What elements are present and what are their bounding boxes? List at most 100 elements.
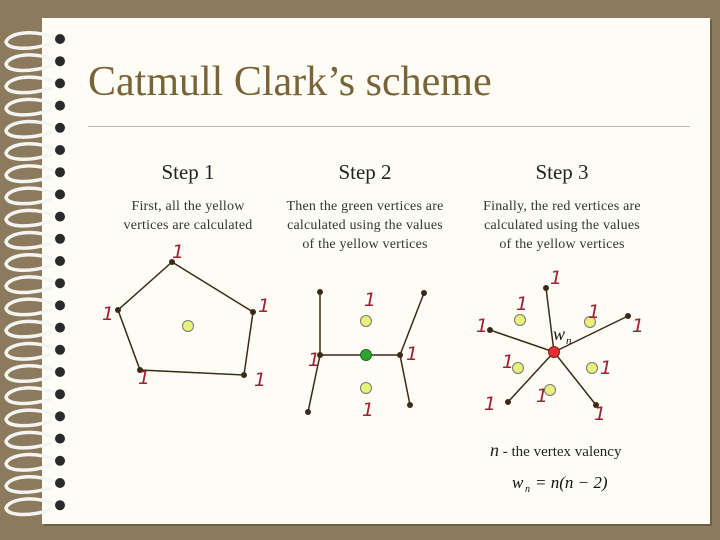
step-1-desc-line: vertices are calculated <box>123 218 253 233</box>
binding-ring <box>4 119 58 139</box>
binding-ring <box>4 164 58 184</box>
step-1-description: First, all the yellow vertices are calcu… <box>98 197 278 235</box>
yellow-face-vertex <box>360 382 372 394</box>
step-2-desc-line: calculated using the values <box>287 218 443 233</box>
step-1-title: Step 1 <box>161 160 215 184</box>
weight-label: 1 <box>364 289 376 311</box>
step-2-description: Then the green vertices are calculated u… <box>275 197 455 254</box>
slide-background <box>42 18 710 524</box>
step-2-edges <box>307 292 425 413</box>
valency-text: - the vertex valency <box>499 444 622 460</box>
yellow-face-vertex <box>512 362 524 374</box>
binding-ring <box>4 186 58 206</box>
step-3-vertices <box>487 285 631 408</box>
binding-hole <box>55 34 65 44</box>
binding-hole <box>55 433 65 444</box>
binding-hole <box>55 455 65 466</box>
binding-ring <box>4 386 58 406</box>
pentagon-vertex <box>137 367 143 373</box>
binding-ring <box>4 31 58 50</box>
binding-hole <box>55 278 65 289</box>
binding-ring <box>4 430 58 450</box>
binding-hole <box>55 189 65 200</box>
formula-subscript: n <box>525 484 530 495</box>
weight-label: 1 <box>258 295 270 317</box>
yellow-face-vertex <box>544 384 556 396</box>
weight-label: 1 <box>516 293 528 315</box>
binding-ring <box>4 75 58 95</box>
binding-hole <box>55 100 65 111</box>
binding-hole <box>55 167 65 178</box>
binding-ring <box>4 452 58 472</box>
binding-hole <box>55 122 65 133</box>
weight-label: 1 <box>594 403 606 425</box>
step-3-desc-line: calculated using the values <box>484 218 640 233</box>
binding-ring <box>4 142 58 161</box>
weight-label: 1 <box>502 351 514 373</box>
title-divider <box>88 126 690 127</box>
binding-hole <box>55 211 65 222</box>
formula-rhs: = n(n − 2) <box>535 473 608 492</box>
star-vertex <box>593 402 599 408</box>
binding-hole <box>55 56 65 67</box>
binding-ring <box>4 319 58 339</box>
step-3-desc-line: of the yellow vertices <box>499 237 625 252</box>
weight-label: 1 <box>536 385 548 407</box>
edge-vertex <box>305 409 311 415</box>
binding-ring <box>4 253 58 272</box>
weight-label: 1 <box>476 315 488 337</box>
binding-ring <box>4 53 58 73</box>
weight-label: 1 <box>600 357 612 379</box>
binding-ring <box>4 297 58 317</box>
binding-hole <box>55 78 65 89</box>
pentagon-vertex <box>241 372 247 378</box>
binding-ring <box>4 97 58 117</box>
binding-hole <box>55 367 65 377</box>
binding-ring <box>4 408 58 428</box>
star-vertex <box>505 399 511 405</box>
binding-hole <box>55 233 65 244</box>
pentagon-vertex <box>250 309 256 315</box>
binding-hole <box>55 145 65 155</box>
green-edge-vertex <box>360 349 372 361</box>
binding-hole <box>55 500 65 511</box>
yellow-face-vertex <box>586 362 598 374</box>
valency-note: n - the vertex valency <box>490 440 621 461</box>
pentagon-vertex <box>169 259 175 265</box>
step-1-desc-line: First, all the yellow <box>131 199 245 214</box>
step-2-title: Step 2 <box>338 160 392 184</box>
binding-ring <box>4 475 58 494</box>
star-vertex <box>625 313 631 319</box>
binding-hole <box>55 256 65 266</box>
binding-ring <box>4 364 58 383</box>
weight-label: 1 <box>362 399 374 421</box>
step-1-pentagon <box>117 261 254 376</box>
edge-vertex <box>421 290 427 296</box>
formula-lhs: w <box>512 473 524 492</box>
step-2-desc-line: Then the green vertices are <box>286 199 444 214</box>
binding-ring <box>4 230 58 250</box>
pentagon-vertex <box>115 307 121 313</box>
step-3-description: Finally, the red vertices are calculated… <box>472 197 652 254</box>
binding-ring <box>4 275 58 295</box>
page-title: Catmull Clark’s scheme <box>88 59 492 105</box>
binding-hole <box>55 478 65 488</box>
star-vertex <box>487 327 493 333</box>
red-center-vertex <box>548 346 560 358</box>
binding-hole <box>55 389 65 400</box>
binding-ring <box>4 341 58 361</box>
binding-hole <box>55 344 65 355</box>
weight-label: 1 <box>138 367 150 389</box>
step-3-edges <box>489 287 629 406</box>
binding-hole <box>55 322 65 333</box>
star-vertex <box>543 285 549 291</box>
step-2-vertices <box>305 289 427 415</box>
step-1-vertices <box>115 259 256 378</box>
edge-vertex <box>317 289 323 295</box>
step-2-desc-line: of the yellow vertices <box>302 237 428 252</box>
binding-ring <box>4 497 58 517</box>
yellow-face-vertex <box>514 314 526 326</box>
edge-vertex <box>317 352 323 358</box>
step-3-title: Step 3 <box>535 160 589 184</box>
